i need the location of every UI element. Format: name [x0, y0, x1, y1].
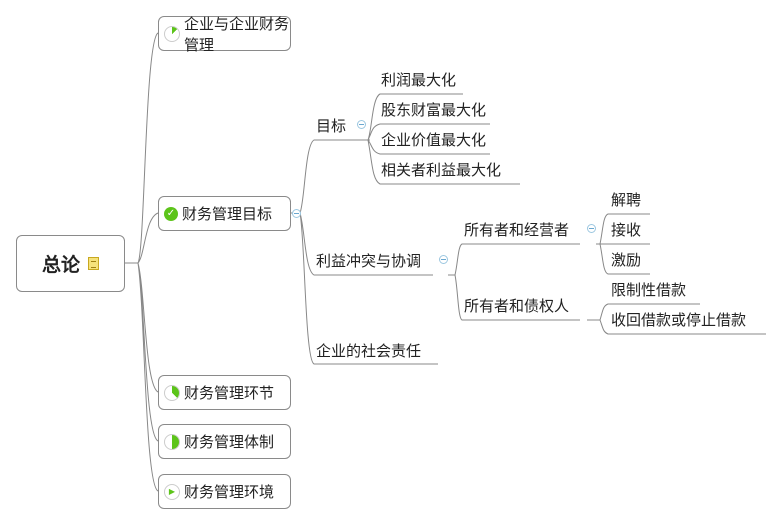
node-label: 财务管理目标	[182, 205, 273, 223]
collapse-button[interactable]	[292, 209, 301, 218]
node-finance-system[interactable]: 财务管理体制	[158, 424, 291, 459]
progress-icon	[164, 384, 180, 401]
progress-icon	[164, 25, 180, 42]
node-owner-creditor[interactable]: 所有者和债权人	[464, 297, 570, 315]
node-finance-environment[interactable]: ▶财务管理环境	[158, 474, 291, 509]
collapse-button[interactable]	[587, 224, 596, 233]
leaf-item[interactable]: 激励	[611, 251, 642, 269]
node-label: 财务管理环境	[184, 483, 275, 501]
progress-icon	[164, 433, 180, 450]
node-label: 财务管理体制	[184, 433, 275, 451]
goal-item[interactable]: 股东财富最大化	[381, 101, 487, 119]
node-social-responsibility[interactable]: 企业的社会责任	[316, 342, 422, 360]
node-enterprise-finance[interactable]: 企业与企业财务管理	[158, 15, 291, 54]
collapse-button[interactable]	[357, 120, 366, 129]
node-finance-process[interactable]: 财务管理环节	[158, 375, 291, 410]
node-label: 企业与企业财务管理	[184, 14, 290, 54]
root-node[interactable]: 总论	[16, 235, 125, 292]
goal-item[interactable]: 利润最大化	[381, 71, 457, 89]
goal-item[interactable]: 相关者利益最大化	[381, 161, 502, 179]
node-label: 财务管理环节	[184, 384, 275, 402]
node-owner-manager[interactable]: 所有者和经营者	[464, 221, 570, 239]
note-icon	[88, 257, 99, 270]
collapse-button[interactable]	[439, 255, 448, 264]
leaf-item[interactable]: 接收	[611, 221, 642, 239]
node-finance-goals[interactable]: ✓ 财务管理目标	[158, 196, 291, 231]
leaf-item[interactable]: 解聘	[611, 191, 642, 209]
leaf-item[interactable]: 收回借款或停止借款	[611, 311, 747, 329]
start-icon: ▶	[164, 483, 180, 500]
leaf-item[interactable]: 限制性借款	[611, 281, 687, 299]
node-goals[interactable]: 目标	[316, 117, 347, 135]
goal-item[interactable]: 企业价值最大化	[381, 131, 487, 149]
root-label: 总论	[41, 254, 80, 276]
check-icon: ✓	[164, 206, 178, 221]
node-conflict[interactable]: 利益冲突与协调	[316, 252, 422, 270]
